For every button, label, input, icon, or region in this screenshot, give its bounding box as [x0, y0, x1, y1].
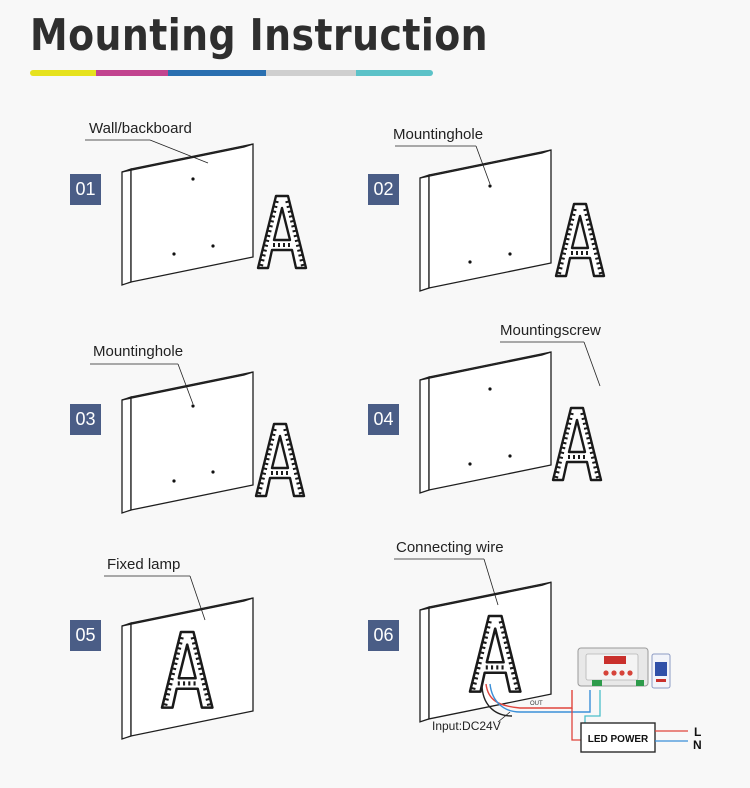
mounting-hole [468, 260, 472, 264]
step-04-diagram [419, 341, 603, 494]
wire-black [481, 683, 513, 717]
color-bar-teal [356, 70, 433, 76]
callout-leader [149, 139, 209, 164]
mounting-hole [488, 184, 492, 188]
mounting-screw [468, 462, 472, 466]
page-title: Mounting Instruction [30, 10, 489, 61]
callout-fixed-lamp: Fixed lamp [107, 556, 181, 573]
letter-a-lamp [554, 202, 606, 278]
step-02-diagram [395, 145, 606, 292]
callout-wall-backboard: Wall/backboard [89, 120, 192, 137]
led-controller [577, 647, 649, 687]
callout-mountinghole-3: Mountinghole [93, 343, 184, 360]
step-badge-05: 05 [70, 620, 101, 651]
step-05-diagram [104, 575, 254, 740]
line-label: L [694, 725, 701, 739]
mounting-hole [211, 244, 215, 248]
led-power-supply [580, 722, 656, 753]
wire-blue [489, 683, 591, 713]
step-badge-06: 06 [368, 620, 399, 651]
led-power-label: LED POWER [588, 734, 649, 745]
wire-red [485, 683, 573, 709]
callout-mountinghole-2: Mountinghole [393, 126, 484, 143]
step-badge-03: 03 [70, 404, 101, 435]
mounting-hole [211, 470, 215, 474]
wire-teal [584, 690, 601, 728]
out-label: OUT [530, 701, 543, 707]
step-badge-01: 01 [70, 174, 101, 205]
mounting-screw [508, 454, 512, 458]
mounting-hole [508, 252, 512, 256]
letter-a-lamp [551, 406, 603, 482]
color-bar-yellow [30, 70, 96, 76]
color-bar-magenta [96, 70, 168, 76]
step-badge-02: 02 [368, 174, 399, 205]
neutral-label: N [693, 738, 702, 752]
color-bar-gray [266, 70, 356, 76]
title-color-bar [30, 70, 433, 76]
step-01-diagram [85, 139, 308, 286]
sd-card-icon [651, 653, 671, 689]
color-bar-blue [168, 70, 266, 76]
step-badge-04: 04 [368, 404, 399, 435]
mounting-hole [191, 177, 195, 181]
mounting-hole [172, 479, 176, 483]
mounting-hole [191, 404, 195, 408]
letter-a-lamp [254, 422, 306, 498]
step-03-diagram [90, 363, 306, 514]
letter-a-lamp [256, 194, 308, 270]
input-voltage-label: Input:DC24V [432, 719, 501, 733]
callout-mountingscrew: Mountingscrew [500, 322, 601, 339]
step-06-diagram: OUT LED POWER L N Input:D [394, 558, 702, 753]
mounting-hole [172, 252, 176, 256]
mounting-screw [488, 387, 492, 391]
callout-connecting-wire: Connecting wire [396, 539, 504, 556]
